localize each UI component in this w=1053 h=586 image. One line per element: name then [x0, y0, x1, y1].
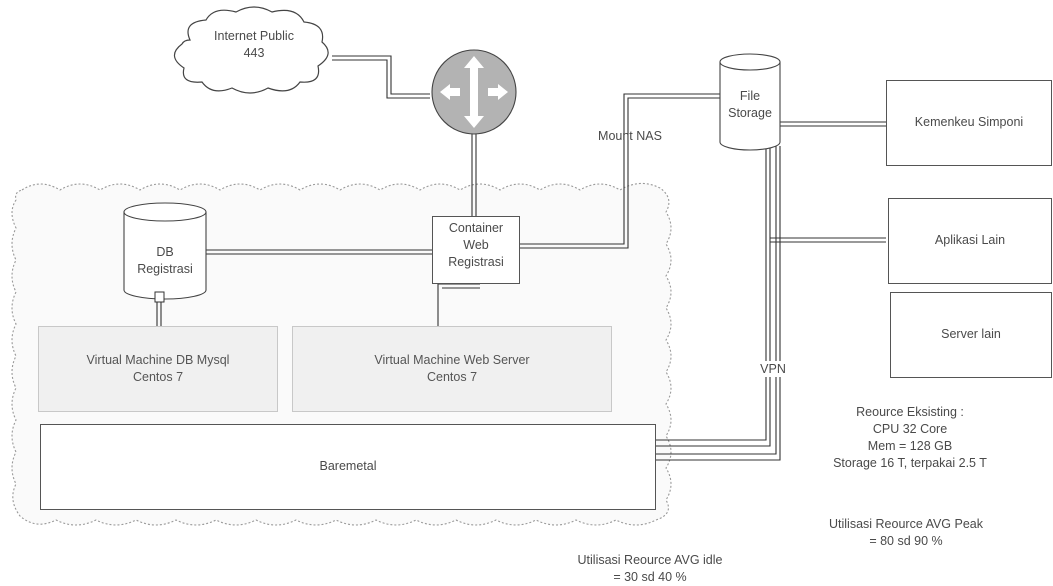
cloud-icon — [173, 6, 329, 94]
connections — [156, 55, 886, 461]
baremetal-box — [40, 424, 656, 510]
router-icon — [431, 49, 517, 135]
baremetal-label: Baremetal — [319, 459, 377, 473]
vpn-label: VPN — [760, 362, 786, 376]
database-cylinder-icon — [719, 53, 781, 151]
mount-nas-label: Mount NAS — [598, 129, 662, 143]
resource-existing-note: Reource Eksisting : CPU 32 Core Mem = 12… — [833, 405, 987, 470]
container-web-registrasi — [432, 216, 520, 284]
database-cylinder-icon — [123, 202, 207, 303]
aplikasi-lain-box — [888, 198, 1052, 284]
utilisasi-peak-note: Utilisasi Reource AVG Peak= 80 sd 90 % — [829, 517, 983, 548]
vm-web-box — [292, 326, 612, 412]
utilisasi-idle-note: Utilisasi Reource AVG idle= 30 sd 40 % — [577, 553, 723, 584]
aplikasi-lain-label: Aplikasi Lain — [934, 233, 1006, 247]
server-lain-box — [890, 292, 1052, 378]
vm-db-box — [38, 326, 278, 412]
kemenkeu-label: Kemenkeu Simponi — [914, 115, 1024, 129]
kemenkeu-simponi-box — [886, 80, 1052, 166]
server-lain-label: Server lain — [941, 327, 1001, 341]
